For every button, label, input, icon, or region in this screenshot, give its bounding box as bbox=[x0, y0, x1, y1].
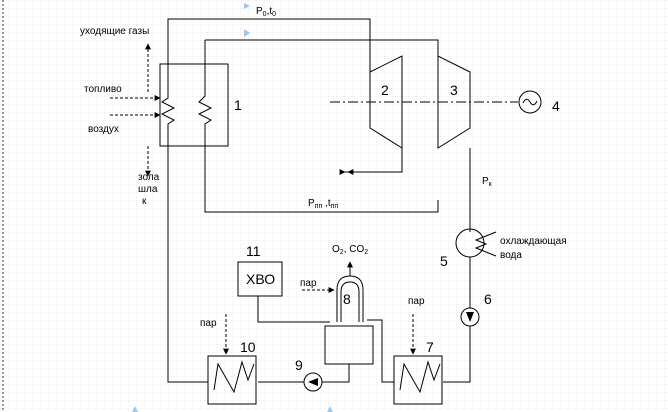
number-hp-heater: 10 bbox=[240, 339, 256, 355]
deaerator-outlet-line bbox=[322, 364, 350, 383]
fuel-label: топливо bbox=[84, 84, 122, 95]
steam-10-label: пар bbox=[200, 318, 217, 329]
hp-heater bbox=[207, 355, 257, 405]
flue-gases-label: уходящие газы bbox=[80, 26, 149, 37]
cooling-water-label-line1: охлаждающая bbox=[500, 236, 567, 247]
steam-7-label: пар bbox=[408, 296, 425, 307]
reheat-return-line bbox=[204, 146, 439, 213]
number-generator: 4 bbox=[552, 98, 560, 114]
boiler bbox=[159, 63, 229, 147]
condenser-coil bbox=[474, 231, 497, 257]
steam-8-label: пар bbox=[300, 278, 317, 289]
main-steam-line bbox=[167, 18, 371, 90]
number-lp-heater: 7 bbox=[426, 339, 434, 355]
lp-heater bbox=[393, 355, 443, 405]
pk-label: Pк bbox=[482, 176, 493, 188]
ash-label-line2: шла bbox=[138, 184, 158, 195]
number-hp-turbine: 2 bbox=[381, 82, 389, 98]
number-lp-turbine: 3 bbox=[450, 82, 458, 98]
number-cwt: 11 bbox=[246, 243, 261, 259]
ash-label-line1: зола bbox=[138, 172, 160, 183]
generator bbox=[518, 90, 542, 114]
feedwater-to-boiler bbox=[167, 148, 208, 383]
feed-pump-arrow-icon bbox=[308, 378, 318, 386]
page-marker-bottom-2 bbox=[327, 406, 333, 412]
air-label: воздух bbox=[88, 124, 119, 135]
p0-label: P0,t0 bbox=[256, 6, 276, 18]
cooling-water-label-line2: вода bbox=[500, 250, 522, 261]
number-deaerator: 8 bbox=[343, 291, 351, 307]
boiler-coil-evaporator bbox=[160, 64, 176, 148]
page-marker-top-2 bbox=[244, 29, 250, 37]
ash-label-line3: к bbox=[142, 196, 147, 207]
hp-heater-coil bbox=[213, 360, 255, 394]
number-condensate-pump: 6 bbox=[484, 291, 492, 307]
vent-gases-label: O2, CO2 bbox=[332, 244, 368, 256]
number-boiler: 1 bbox=[234, 97, 242, 113]
lp-heater-outlet bbox=[381, 372, 394, 383]
ppp-label: Pпп ,tпп bbox=[308, 198, 338, 210]
number-feed-pump: 9 bbox=[295, 357, 303, 373]
boiler-coil-reheater bbox=[197, 40, 213, 146]
page-marker-bottom-1 bbox=[132, 406, 138, 412]
page-marker-top-1 bbox=[244, 3, 250, 9]
cwt-label: ХВО bbox=[246, 271, 275, 287]
cwt-to-deaerator bbox=[257, 296, 330, 323]
chemical-water-treatment bbox=[237, 261, 283, 297]
condensate-pump-arrow-icon bbox=[466, 312, 474, 322]
lp-heater-coil bbox=[399, 360, 441, 394]
condensate-to-heater bbox=[443, 326, 471, 383]
number-condenser: 5 bbox=[440, 253, 448, 269]
to-deaerator-line bbox=[367, 319, 383, 372]
deaerator-column-inner bbox=[340, 281, 360, 322]
generator-sine-icon bbox=[522, 98, 538, 106]
lp-turbine bbox=[437, 55, 471, 149]
